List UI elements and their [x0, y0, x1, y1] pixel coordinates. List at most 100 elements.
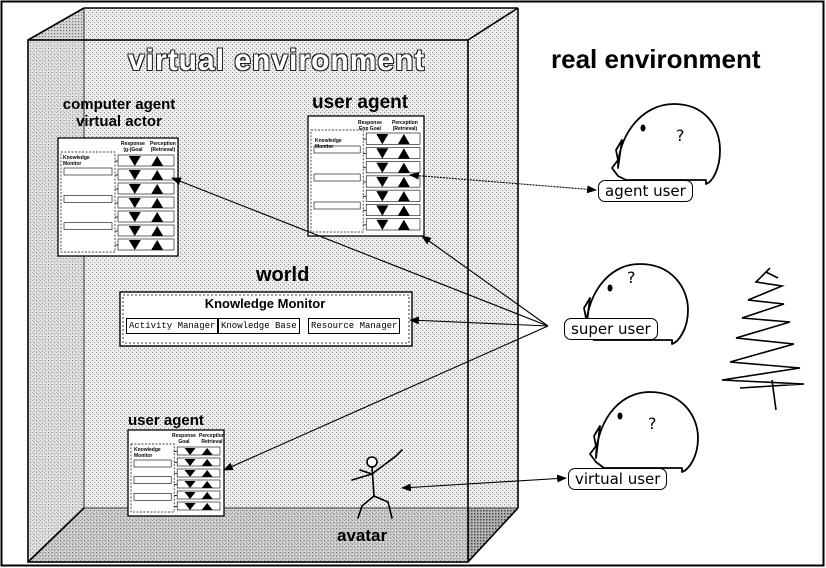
user-agent-bottom-panel-down-triangle: [184, 459, 196, 466]
user-agent-top-panel-layer-row: [365, 132, 421, 145]
user-agent-bottom-panel-module-box: [133, 476, 172, 484]
computer-agent-panel-layer-row: [117, 224, 175, 237]
user-agent-top-panel-down-triangle: [376, 219, 389, 230]
user-agent-bottom-panel-module-box: [133, 459, 172, 468]
user-agent-top-panel-down-triangle: [376, 134, 389, 145]
user-agent-top-col-b-label: Perception (Retrieval): [392, 120, 418, 132]
computer-agent-panel-down-triangle: [128, 198, 141, 208]
user-agent-top-panel-up-triangle: [397, 176, 410, 188]
computer-agent-panel-up-triangle: [151, 156, 164, 166]
arrow-super-to-computer-agent: [171, 177, 549, 327]
user-agent-bottom-panel-layer-row: [176, 490, 221, 500]
super-user-question-mark: ?: [627, 268, 636, 287]
user-agent-bottom-panel-layer-row: [176, 479, 221, 489]
user-agent-bottom-panel-up-triangle: [201, 503, 213, 510]
computer-agent-panel-up-triangle: [151, 226, 164, 236]
user-agent-bottom-panel-layer-row: [176, 501, 221, 511]
user-agent-top-panel-up-triangle: [397, 219, 410, 230]
computer-agent-panel-down-triangle: [128, 240, 141, 250]
computer-agent-panel-module-box: [63, 195, 113, 203]
user-agent-bottom-panel-up-triangle: [201, 459, 213, 466]
virtual-environment-title: virtual environment: [128, 44, 426, 77]
user-agent-bottom-panel-layer-row: [176, 468, 221, 478]
user-agent-top-panel-down-triangle: [376, 162, 389, 173]
user-agent-bottom-panel-up-triangle: [201, 492, 213, 499]
module-resource-manager: Resource Manager: [308, 318, 401, 334]
agent-user-head: [611, 103, 721, 185]
user-agent-top-panel-down-triangle: [376, 191, 389, 202]
world-km-inner-frame: [122, 294, 410, 344]
module-knowledge-base: Knowledge Base: [218, 318, 300, 334]
user-agent-bottom-panel-down-triangle: [184, 481, 196, 488]
arrow-super-to-user-agent-top: [421, 235, 549, 327]
computer-agent-panel-down-triangle: [128, 156, 141, 166]
user-agent-bottom-panel-monitor-frame: [130, 443, 175, 513]
user-agent-bottom-panel-down-triangle: [184, 470, 196, 477]
user-agent-bottom-panel-layer-row: [176, 446, 221, 456]
user-agent-top-panel-down-triangle: [376, 148, 389, 159]
user-agent-top-col-a-label: Response Enp Goal: [358, 120, 382, 132]
connection-arrows: [171, 171, 597, 492]
user-agent-bottom-panel-up-triangle: [201, 470, 213, 477]
tree-icon: [721, 267, 805, 411]
user-agent-bottom-panel-down-triangle: [184, 448, 196, 455]
box-edges: [27, 7, 519, 563]
user-agent-bottom-panel-down-triangle: [184, 503, 196, 510]
user-agent-top-panel-up-triangle: [397, 191, 410, 202]
virtual-user-label: virtual user: [568, 468, 668, 490]
computer-agent-panel-layer-row: [117, 182, 175, 195]
user-agent-top-panel-layer-row: [365, 218, 421, 231]
computer-agent-panel-layer-row: [117, 196, 175, 209]
user-agent-top-panel-layer-row: [365, 204, 421, 217]
user-agent-bottom-panel-up-triangle: [201, 481, 213, 488]
user-agent-top-panel-up-triangle: [397, 148, 410, 159]
user-agent-bottom-monitor-label: Knowledge Monitor: [134, 447, 161, 459]
computer-agent-panel-module-box: [63, 167, 113, 176]
computer-agent-panel-down-triangle: [128, 170, 141, 180]
user-agent-top-panel-module-box: [313, 173, 361, 182]
arrow-avatar-to-virtual-user: [401, 474, 567, 492]
real-environment-title: real environment: [551, 44, 761, 74]
agent-user-label: agent user: [598, 180, 693, 202]
user-agent-top-panel-down-triangle: [376, 176, 389, 188]
virtual-user-head: [589, 391, 699, 473]
user-agent-bottom-col-b-label: Perception Retrieval: [199, 433, 225, 445]
computer-agent-panel-up-triangle: [151, 212, 164, 222]
user-agent-bottom-panel-module-box: [133, 493, 172, 501]
user-agent-bottom-panel-down-triangle: [184, 492, 196, 499]
computer-agent-panel-layer-row: [117, 210, 175, 223]
user-agent-top-panel-up-triangle: [397, 162, 410, 173]
user-agent-top-panel-monitor-frame: [310, 129, 364, 233]
computer-agent-panel-module-box: [63, 222, 113, 230]
user-agent-top-panel-down-triangle: [376, 205, 389, 216]
avatar-figure: [351, 449, 403, 519]
user-agent-top-panel-up-triangle: [397, 205, 410, 216]
computer-agent-panel-down-triangle: [128, 184, 141, 194]
user-agent-bottom-col-a-label: Response Goal: [172, 433, 196, 445]
computer-agent-panel-layer-row: [117, 154, 175, 167]
user-agent-top-panel-layer-row: [365, 161, 421, 174]
computer-agent-monitor-label: Knowledge Monitor: [63, 155, 90, 167]
user-agent-top-title: user agent: [312, 92, 409, 113]
world-title: world: [256, 264, 310, 286]
user-agent-top-monitor-label: Knowledge Monitor: [315, 138, 342, 150]
computer-agent-panel-up-triangle: [151, 170, 164, 180]
user-agent-bottom-panel-up-triangle: [201, 448, 213, 455]
computer-agent-title: computer agent virtual actor: [62, 96, 176, 130]
head-eyes: [607, 124, 646, 420]
avatar-label: avatar: [337, 526, 388, 545]
agent-user-question-mark: ?: [676, 126, 685, 145]
module-activity-manager: Activity Manager: [126, 318, 219, 334]
computer-agent-panel-layer-row: [117, 238, 175, 251]
computer-agent-panel-down-triangle: [128, 226, 141, 236]
computer-agent-panel-up-triangle: [151, 198, 164, 208]
computer-agent-col-a-label: Response (g-)Goal: [121, 141, 145, 153]
computer-agent-panel-up-triangle: [151, 184, 164, 194]
virtual-user-question-mark: ?: [648, 414, 657, 433]
world-knowledge-monitor-title: Knowledge Monitor: [204, 296, 326, 311]
computer-agent-panel-down-triangle: [128, 212, 141, 222]
user-agent-top-panel-layer-row: [365, 146, 421, 159]
computer-agent-panel-up-triangle: [151, 240, 164, 250]
arrow-super-to-user-agent-bottom: [223, 325, 549, 471]
